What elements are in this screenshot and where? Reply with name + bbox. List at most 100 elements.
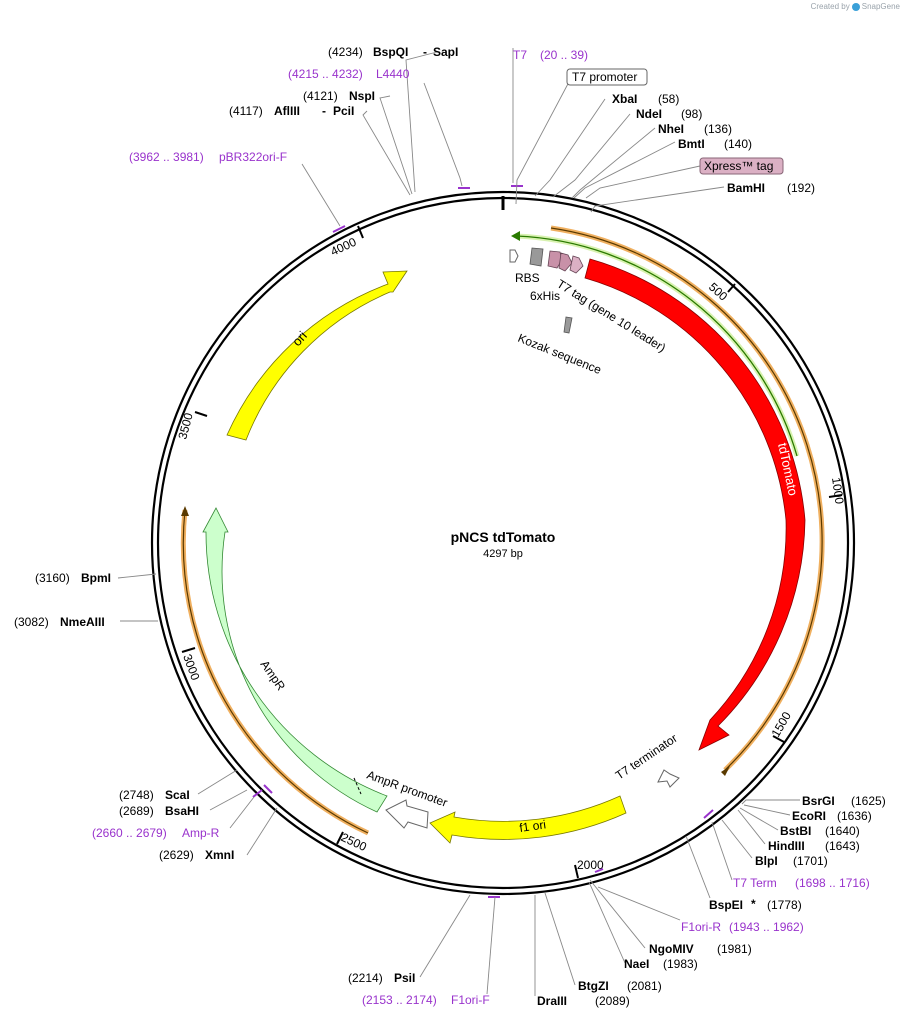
leader-lines xyxy=(117,48,800,996)
enzyme-bmti-pos: (140) xyxy=(724,137,752,151)
enzyme-ngomiv[interactable]: NgoMIV xyxy=(649,942,694,956)
enzyme-bamhi-pos: (192) xyxy=(787,181,815,195)
primer-f1ori-r-range: (1943 .. 1962) xyxy=(729,920,804,934)
feature-ori[interactable] xyxy=(226,270,408,441)
primer-marks xyxy=(252,185,714,898)
enzyme-nhei-pos: (136) xyxy=(704,122,732,136)
feature-t7-terminator[interactable] xyxy=(657,769,680,788)
enzyme-bmti[interactable]: BmtI xyxy=(678,137,705,151)
enzyme-bspqi[interactable]: BspQI xyxy=(373,45,408,59)
feature-rbs[interactable] xyxy=(509,249,519,263)
enzyme-nmeaiii-pos: (3082) xyxy=(14,615,49,629)
primer-pbr322ori-f[interactable]: pBR322ori-F xyxy=(219,150,287,164)
primer-pbr322ori-f-range: (3962 .. 3981) xyxy=(129,150,204,164)
enzyme-bpmi[interactable]: BpmI xyxy=(81,571,111,585)
enzyme-ngomiv-pos: (1981) xyxy=(717,942,752,956)
snapgene-logo-icon xyxy=(851,2,860,11)
feature-ampr[interactable] xyxy=(202,507,388,813)
primer-t7-term[interactable]: T7 Term xyxy=(733,876,777,890)
feature-label-xpress: Xpress™ tag xyxy=(704,159,773,173)
enzyme-bspei-star: * xyxy=(751,897,756,911)
enzyme-btgzi[interactable]: BtgZI xyxy=(578,979,609,993)
ampr-dashed-divider xyxy=(353,777,362,795)
enzyme-bsrgi[interactable]: BsrGI xyxy=(802,794,835,808)
green-orf xyxy=(515,235,798,457)
feature-ampr-promoter[interactable] xyxy=(385,799,429,829)
enzyme-naei-pos: (1983) xyxy=(663,957,698,971)
feature-label-rbs: RBS xyxy=(515,271,540,285)
green-orf-arrowhead xyxy=(511,231,520,241)
enzyme-bstbi[interactable]: BstBI xyxy=(780,824,811,838)
created-by-text: Created by xyxy=(810,2,850,11)
tick-label-1000: 1000 xyxy=(829,476,847,505)
enzyme-pcii[interactable]: PciI xyxy=(333,104,354,118)
orf-arc-right-arrowhead xyxy=(721,766,730,776)
enzyme-sapi[interactable]: SapI xyxy=(433,45,458,59)
feature-f1ori[interactable] xyxy=(429,795,627,844)
enzyme-pcii-separator: - xyxy=(322,104,326,118)
primer-amp-r[interactable]: Amp-R xyxy=(182,826,220,840)
enzyme-bspei-pos: (1778) xyxy=(767,898,802,912)
enzyme-btgzi-pos: (2081) xyxy=(627,979,662,993)
enzyme-ndei[interactable]: NdeI xyxy=(636,107,662,121)
enzyme-bspei[interactable]: BspEI xyxy=(709,898,743,912)
plasmid-length: 4297 bp xyxy=(483,548,523,560)
enzyme-nspi[interactable]: NspI xyxy=(349,89,375,103)
primer-amp-r-range: (2660 .. 2679) xyxy=(92,826,167,840)
enzyme-scai-pos: (2748) xyxy=(119,788,154,802)
enzyme-xbai-pos: (58) xyxy=(658,92,679,106)
enzyme-bsahi-pos: (2689) xyxy=(119,804,154,818)
snapgene-watermark: Created by SnapGene xyxy=(811,2,900,11)
enzyme-bamhi[interactable]: BamHI xyxy=(727,181,765,195)
feature-label-ampr: AmpR xyxy=(258,658,289,694)
enzyme-ecori[interactable]: EcoRI xyxy=(792,809,826,823)
enzyme-blpi-pos: (1701) xyxy=(793,854,828,868)
enzyme-xmni[interactable]: XmnI xyxy=(205,848,234,862)
tick-label-3000: 3000 xyxy=(180,652,202,682)
enzyme-afliii[interactable]: AflIII xyxy=(274,104,300,118)
enzyme-bstbi-pos: (1640) xyxy=(825,824,860,838)
t7-promoter-box[interactable] xyxy=(566,68,648,86)
primer-f1ori-f[interactable]: F1ori-F xyxy=(451,993,490,1007)
enzyme-bpmi-pos: (3160) xyxy=(35,571,70,585)
enzyme-blpi[interactable]: BlpI xyxy=(755,854,778,868)
enzyme-bsahi[interactable]: BsaHI xyxy=(165,804,199,818)
feature-kozak[interactable] xyxy=(563,316,573,334)
enzyme-xmni-pos: (2629) xyxy=(159,848,194,862)
plasmid-name: pNCS tdTomato xyxy=(451,529,556,545)
enzyme-bspqi-pos: (4234) xyxy=(328,45,363,59)
xpress-tag-box[interactable] xyxy=(699,157,784,175)
enzyme-hindiii[interactable]: HindIII xyxy=(768,839,805,853)
primer-t7-term-range: (1698 .. 1716) xyxy=(795,876,870,890)
enzyme-nhei[interactable]: NheI xyxy=(658,122,684,136)
enzyme-draiii[interactable]: DraIII xyxy=(537,994,567,1008)
enzyme-nmeaiii[interactable]: NmeAIII xyxy=(60,615,105,629)
enzyme-naei[interactable]: NaeI xyxy=(624,957,649,971)
primer-f1ori-r[interactable]: F1ori-R xyxy=(681,920,721,934)
enzyme-draiii-pos: (2089) xyxy=(595,994,630,1008)
enzyme-scai[interactable]: ScaI xyxy=(165,788,190,802)
tick-label-3500: 3500 xyxy=(175,411,196,441)
feature-label-kozak: Kozak sequence xyxy=(516,331,604,377)
feature-t7tag-2 xyxy=(558,252,573,272)
enzyme-afliii-pos: (4117) xyxy=(229,104,263,118)
feature-tdtomato[interactable] xyxy=(584,258,806,751)
primer-t7-range: (20 .. 39) xyxy=(540,48,588,62)
feature-xpress-marker[interactable] xyxy=(569,255,584,274)
enzyme-nspi-pos: (4121) xyxy=(303,89,338,103)
tick-label-4000: 4000 xyxy=(328,235,358,259)
enzyme-xbai[interactable]: XbaI xyxy=(612,92,637,106)
feature-6xhis[interactable] xyxy=(529,247,544,267)
primer-t7[interactable]: T7 xyxy=(513,48,527,62)
enzyme-psii[interactable]: PsiI xyxy=(394,971,415,985)
enzyme-ecori-pos: (1636) xyxy=(837,809,872,823)
feature-label-6xhis: 6xHis xyxy=(530,289,560,303)
tick-marks xyxy=(181,225,843,879)
primer-l4440[interactable]: L4440 xyxy=(376,67,410,81)
enzyme-psii-pos: (2214) xyxy=(348,971,383,985)
orf-arc-left-arrowhead xyxy=(181,506,189,516)
enzyme-sapi-separator: - xyxy=(423,45,427,59)
enzyme-bsrgi-pos: (1625) xyxy=(851,794,886,808)
feature-label-f1ori: f1 ori xyxy=(518,817,546,835)
enzyme-ndei-pos: (98) xyxy=(681,107,702,121)
